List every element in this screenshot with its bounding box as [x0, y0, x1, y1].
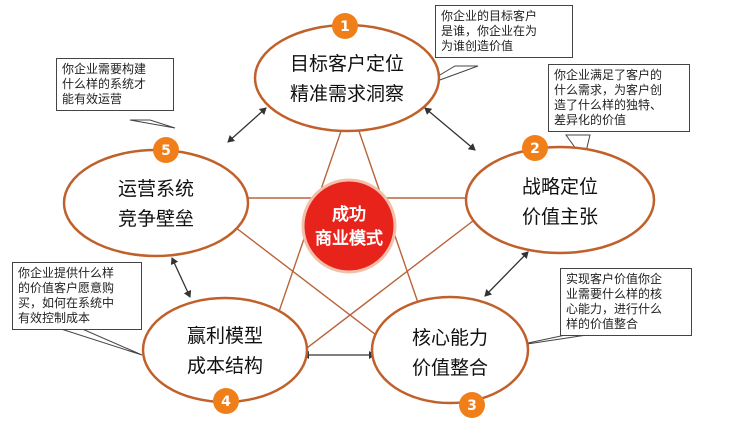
badge-5: 5: [153, 137, 179, 163]
note-line: 你企业的目标客户: [441, 9, 538, 23]
badge-number: 3: [467, 398, 477, 414]
note-line: 你企业提供什么样: [18, 266, 115, 280]
node-1-line1: 目标客户定位: [290, 53, 404, 75]
note-line: 有效控制成本: [18, 311, 91, 325]
badge-circle: [332, 13, 358, 39]
center-line1: 成功: [332, 204, 366, 225]
node-4-line2: 成本结构: [187, 355, 263, 377]
badge-circle: [153, 137, 179, 163]
note-core-capability: 实现客户价值你企 业需要什么样的核 心能力，进行什么 样的价值整合: [560, 268, 692, 336]
node-ellipse: [141, 296, 309, 404]
note-line: 你企业需要构建: [62, 62, 147, 76]
note-line: 样的价值整合: [566, 317, 639, 331]
note-line: 你企业满足了客户的: [554, 68, 663, 82]
note-strategic-positioning: 你企业满足了客户的 什么需求，为客户创 造了什么样的独特、 差异化的价值: [548, 64, 690, 132]
node-2-line1: 战略定位: [522, 176, 598, 198]
node-5-line2: 竞争壁垒: [118, 208, 194, 230]
note-line: 能有效运营: [62, 92, 123, 106]
note-line: 的价值客户愿意购: [18, 281, 115, 295]
badge-circle: [522, 135, 548, 161]
note-profit-model: 你企业提供什么样 的价值客户愿意购 买，如何在系统中 有效控制成本: [12, 262, 142, 330]
node-operations-system: 运营系统 竞争壁垒: [62, 148, 250, 258]
note-line: 造了什么样的独特、: [554, 98, 663, 112]
note-line: 业需要什么样的核: [566, 287, 663, 301]
badge-circle: [213, 388, 239, 414]
center-line2: 商业模式: [315, 228, 383, 249]
note-line: 什么样的系统才: [62, 77, 147, 91]
note-line: 差异化的价值: [554, 113, 627, 127]
badge-number: 4: [221, 394, 231, 410]
node-ellipse: [370, 295, 530, 405]
note-line: 实现客户价值你企: [566, 272, 663, 286]
center-node: 成功 商业模式: [301, 178, 397, 274]
note-line: 心能力，进行什么: [566, 302, 663, 316]
node-3-line1: 核心能力: [412, 327, 488, 349]
badge-circle: [459, 392, 485, 418]
note-operations-system: 你企业需要构建 什么样的系统才 能有效运营: [56, 58, 174, 111]
note-5-pointer: [129, 119, 176, 129]
node-ellipse: [464, 145, 656, 255]
badge-2: 2: [522, 135, 548, 161]
badge-3: 3: [459, 392, 485, 418]
node-1-line2: 精准需求洞察: [290, 83, 404, 105]
badge-1: 1: [332, 13, 358, 39]
node-strategic-positioning: 战略定位 价值主张: [464, 145, 656, 255]
note-line: 是谁，你企业在为: [441, 24, 538, 38]
node-ellipse: [253, 23, 441, 133]
connector-arrows: [170, 107, 529, 359]
node-core-capability: 核心能力 价值整合: [370, 295, 530, 405]
node-5-line1: 运营系统: [118, 178, 194, 200]
note-line: 什么需求，为客户创: [554, 83, 663, 97]
node-4-line1: 赢利模型: [187, 325, 263, 347]
arrow-4-5: [170, 257, 192, 298]
arrow-1-2: [424, 107, 476, 151]
badge-number: 2: [530, 141, 540, 157]
note-line: 为谁创造价值: [441, 39, 514, 53]
note-4-pointer: [57, 327, 143, 356]
node-2-line2: 价值主张: [522, 206, 598, 228]
node-ellipse: [62, 148, 250, 258]
badge-4: 4: [213, 388, 239, 414]
note-line: 买，如何在系统中: [18, 296, 115, 310]
center-circle: [301, 178, 397, 274]
node-3-line2: 价值整合: [412, 357, 488, 379]
arrow-2-3: [484, 251, 529, 297]
node-profit-model: 赢利模型 成本结构: [141, 296, 309, 404]
badge-number: 1: [340, 19, 350, 35]
node-target-customer: 目标客户定位 精准需求洞察: [253, 23, 441, 133]
arrow-5-1: [227, 107, 267, 143]
badge-number: 5: [161, 143, 171, 159]
note-target-customer: 你企业的目标客户 是谁，你企业在为 为谁创造价值: [435, 5, 573, 58]
